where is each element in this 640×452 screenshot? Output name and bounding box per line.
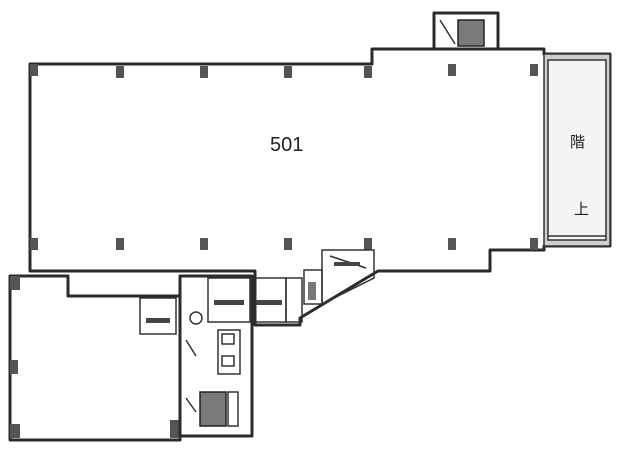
office-outline [28,47,612,327]
stair-kanji-top: 階 [570,133,585,151]
central-core [178,274,303,438]
room-label-501: 501 [270,134,303,156]
columns [30,64,538,250]
stair-kanji-bottom: 上 [574,200,589,218]
small-fixture-marks [146,262,360,323]
lower-left-room [8,274,182,442]
stair-area: 階 上 [543,53,611,247]
top-shaft [432,11,500,51]
